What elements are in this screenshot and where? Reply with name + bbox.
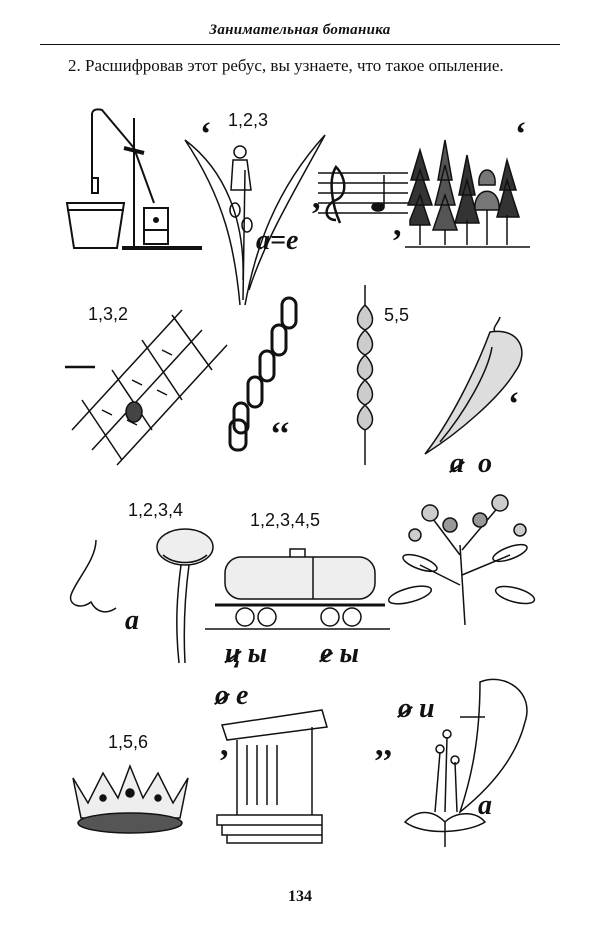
lily-with-gnome-picture — [185, 130, 325, 310]
comma-mark: , — [393, 206, 402, 243]
net-picture — [72, 300, 232, 465]
header-rule — [40, 44, 560, 45]
comma-mark: , — [312, 179, 321, 216]
tank-car-picture — [205, 545, 390, 635]
comma-mark: ‘ — [200, 116, 212, 153]
forest-picture — [405, 125, 530, 250]
nose-letter-a: а — [125, 605, 139, 636]
wheat-numbers: 5,5 — [384, 305, 410, 325]
lily-swap-label: а=е — [256, 225, 299, 256]
pepper-letter-o: о — [478, 448, 492, 479]
pepper-picture — [420, 312, 530, 457]
crown-picture — [68, 758, 193, 838]
wheat-ear-picture — [345, 285, 385, 465]
lab-stand-picture — [62, 108, 212, 253]
tank-numbers: 1,2,3,4,5 — [250, 510, 321, 530]
porch-picture — [212, 705, 332, 845]
pepper-letter-a: а — [450, 448, 464, 479]
flower-picture — [385, 672, 535, 847]
double-comma-mark: ‘‘ — [270, 416, 291, 453]
lily-numbers: 1,2,3 — [228, 110, 269, 130]
crown-numbers: 1,5,6 — [108, 732, 149, 752]
double-comma-mark: ,, — [375, 726, 392, 763]
mushroom-numbers: 1,2,3,4 — [128, 500, 184, 520]
porch-letters: о е — [215, 680, 249, 711]
minus-sign — [65, 365, 95, 369]
nose-picture — [66, 540, 121, 620]
comma-mark: ‘ — [508, 386, 520, 423]
tank-letters: ц ы — [225, 638, 268, 669]
clover-picture — [390, 485, 540, 630]
music-staff-picture — [318, 165, 408, 225]
chain-picture — [222, 295, 302, 455]
flower-letters: о и — [398, 693, 435, 724]
comma-mark: ‘ — [515, 116, 527, 153]
page-number: 134 — [288, 888, 312, 905]
task-text: 2. Расшифровав этот ребус, вы узнаете, ч… — [68, 56, 504, 75]
running-header: Занимательная ботаника — [209, 22, 391, 38]
tank-letters-2: е ы — [320, 638, 359, 669]
flower-letter-a: а — [478, 790, 492, 821]
comma-mark: , — [220, 726, 229, 763]
mushroom-picture — [155, 525, 215, 665]
net-numbers: 1,3,2 — [88, 304, 129, 324]
